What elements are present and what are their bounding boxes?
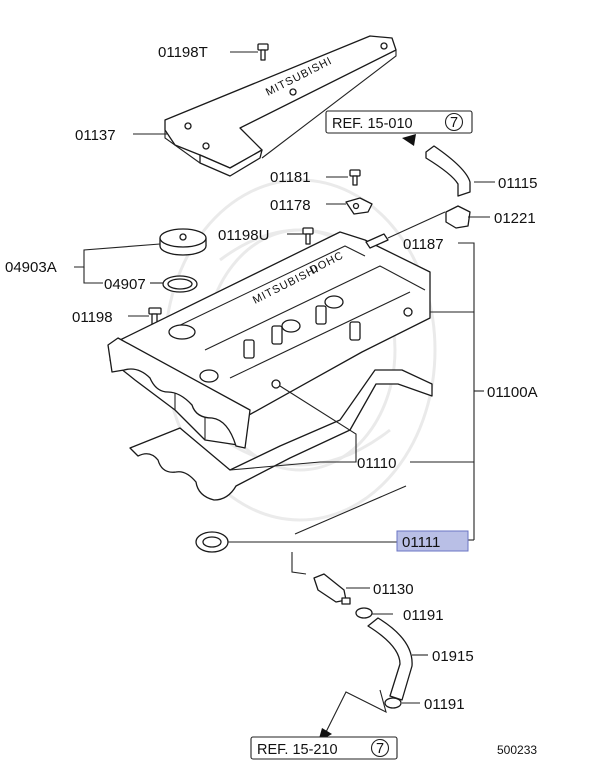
highlight-01111	[396, 530, 469, 552]
label-01191-lower[interactable]: 01191	[424, 696, 465, 713]
ref-top-number: 7	[450, 115, 458, 131]
label-01178[interactable]: 01178	[270, 197, 311, 214]
label-01115[interactable]: 01115	[498, 175, 538, 192]
ref-top-text: REF. 15-010	[332, 116, 413, 132]
label-01198[interactable]: 01198	[72, 309, 113, 326]
label-01110[interactable]: 01110	[357, 455, 397, 472]
watermark-emblem	[163, 178, 437, 522]
bolt-01181[interactable]	[349, 169, 361, 186]
seal-ring-01111[interactable]	[195, 531, 229, 553]
label-01111[interactable]: 01111	[402, 534, 440, 551]
ref-bottom-text: REF. 15-210	[257, 742, 338, 758]
fitting-01187[interactable]	[365, 233, 389, 249]
pcv-valve-01130[interactable]	[313, 573, 351, 605]
label-01181[interactable]: 01181	[270, 169, 311, 186]
hose-01915[interactable]	[367, 617, 413, 701]
clamp-01191-lower[interactable]	[384, 697, 402, 709]
label-01221[interactable]: 01221	[494, 210, 536, 227]
rocker-cover[interactable]: MITSUBISHI DOHC	[107, 231, 431, 449]
leader-lines	[74, 51, 495, 742]
label-01191-upper[interactable]: 01191	[403, 607, 444, 624]
label-01130[interactable]: 01130	[373, 581, 414, 598]
bracket-01178[interactable]	[345, 197, 373, 215]
label-01198U[interactable]: 01198U	[218, 227, 269, 244]
bolt-01198T[interactable]	[257, 43, 269, 61]
ref-box-bottom[interactable]: REF. 15-210 7	[250, 736, 398, 760]
oil-cap-gasket[interactable]	[162, 275, 198, 293]
label-01137[interactable]: 01137	[75, 127, 116, 144]
label-04903A[interactable]: 04903A	[5, 259, 57, 276]
part-labels: 01198T 01137 01181 01178 01198U 04903A 0…	[5, 44, 538, 713]
rocker-cover-gasket[interactable]	[129, 369, 433, 501]
bolt-01198[interactable]	[148, 307, 162, 329]
label-01187[interactable]: 01187	[403, 236, 444, 253]
bolt-01198U[interactable]	[302, 227, 314, 245]
oil-filler-cap[interactable]	[159, 228, 207, 256]
label-01915[interactable]: 01915	[432, 648, 474, 665]
hose-01115[interactable]	[425, 145, 471, 197]
label-01198T[interactable]: 01198T	[158, 44, 208, 61]
label-04907[interactable]: 04907	[104, 276, 146, 293]
diagram-code: 500233	[497, 743, 537, 757]
ref-box-top[interactable]: REF. 15-010 7	[325, 110, 473, 134]
label-01100A[interactable]: 01100A	[487, 384, 538, 401]
clamp-01191-upper[interactable]	[355, 607, 373, 619]
ref-bottom-number: 7	[376, 741, 384, 757]
cap-01221[interactable]	[445, 205, 471, 229]
